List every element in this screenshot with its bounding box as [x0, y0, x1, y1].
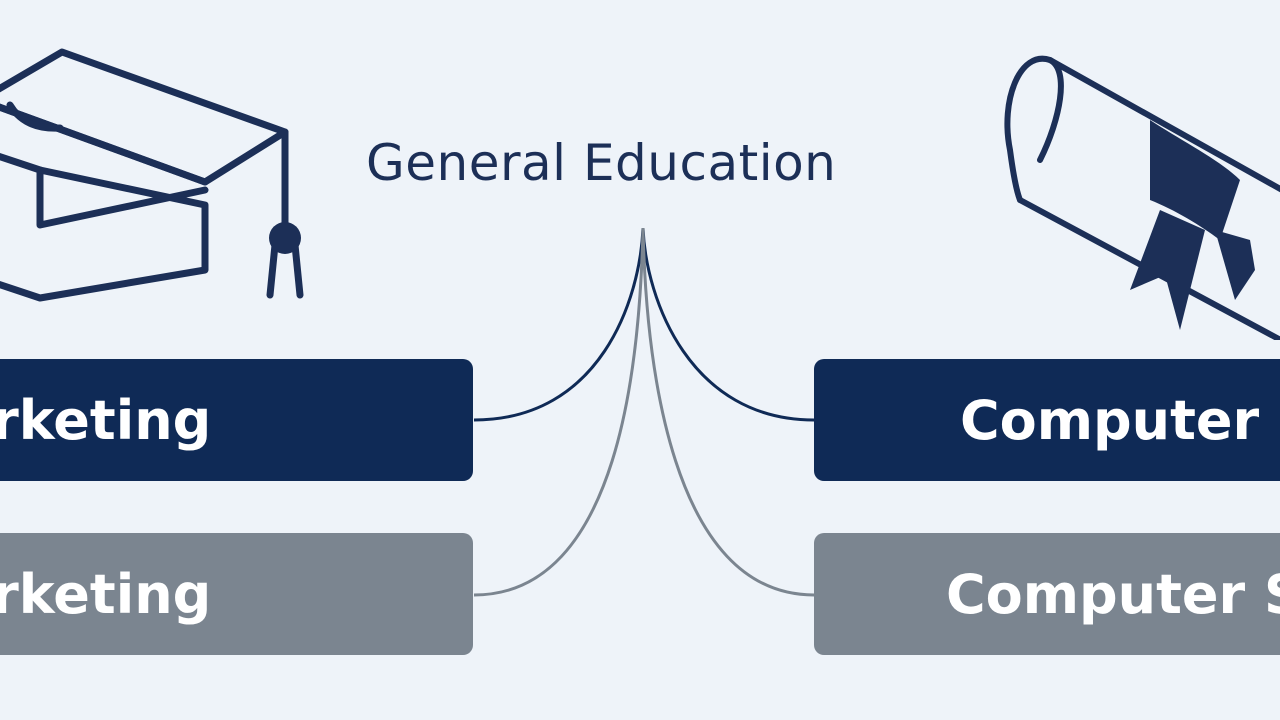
node-label: Marketing — [0, 388, 212, 452]
node-right-secondary[interactable]: Computer Science — [814, 533, 1280, 655]
node-left-primary[interactable]: Marketing — [0, 359, 473, 481]
diploma-scroll-icon — [1000, 40, 1280, 344]
connector-right-secondary — [641, 227, 815, 597]
connector-right-primary — [641, 227, 815, 422]
node-label: Computer Science — [946, 562, 1280, 626]
connector-left-primary — [473, 227, 645, 422]
center-label: General Education — [366, 134, 837, 192]
node-right-primary[interactable]: Computer Science — [814, 359, 1280, 481]
graduation-cap-icon — [0, 40, 320, 324]
node-label: Marketing — [0, 562, 212, 626]
connector-left-secondary — [473, 227, 645, 597]
node-label: Computer Science — [960, 388, 1280, 452]
node-left-secondary[interactable]: Marketing — [0, 533, 473, 655]
